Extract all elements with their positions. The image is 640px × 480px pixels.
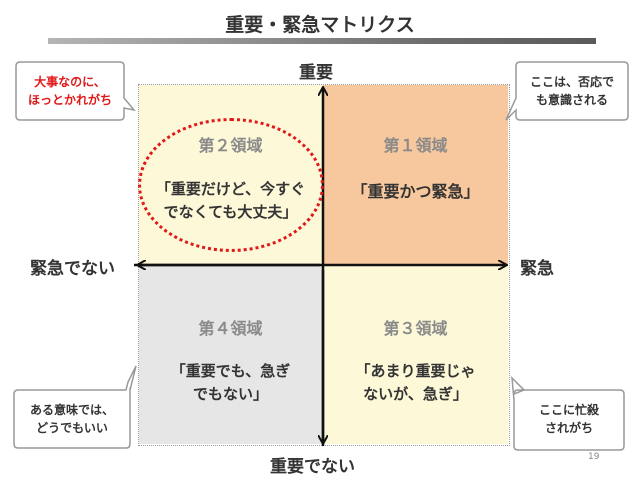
callout-bottom-left-line2: どうでもいい: [36, 421, 108, 435]
callout-top-right-text: ここは、否応で も意識される: [516, 73, 628, 109]
page-number: 19: [588, 452, 600, 462]
quadrant-4: [139, 265, 323, 444]
quadrant-3-label: 第３領域: [383, 319, 448, 338]
highlight-circle: [138, 118, 324, 252]
quadrant-2-text: 「重要だけど、今すぐ でなくても大丈夫」: [138, 178, 323, 224]
axis-label-left: 緊急でない: [30, 259, 115, 279]
slide-title: 重要・緊急マトリクス: [225, 14, 415, 36]
quadrant-1-text: 「重要かつ緊急」: [351, 182, 480, 201]
quadrant-3-line2: ないが、急ぎ」: [363, 385, 468, 403]
callout-top-left-text: 大事なのに、 ほっとかれがち: [16, 73, 124, 109]
axis-label-right: 緊急: [520, 259, 554, 279]
quadrant-4-text: 「重要でも、急ぎ でもない」: [138, 360, 323, 406]
axis-label-bottom: 重要でない: [270, 457, 355, 477]
callout-bottom-right-line2: されがち: [544, 421, 593, 435]
callout-top-right-line1: ここは、否応で: [529, 75, 614, 89]
callout-bubble-top-left: [15, 61, 136, 121]
callout-top-left-line2: ほっとかれがち: [27, 93, 112, 107]
callout-bubble-bottom-left: [13, 365, 137, 449]
title-underline: [48, 38, 596, 44]
axis-label-top: 重要: [299, 63, 333, 83]
quadrant-4-line1: 「重要でも、急ぎ: [170, 362, 291, 380]
quadrant-4-label: 第４領域: [198, 319, 263, 338]
quadrant-2-line1: 「重要だけど、今すぐ: [155, 180, 306, 198]
quadrant-4-line2: でもない」: [192, 385, 268, 403]
quadrant-3: [323, 265, 508, 444]
callout-bubble-top-right: [505, 61, 629, 121]
quadrant-3-line1: 「あまり重要じゃ: [355, 362, 476, 380]
callout-top-left-line1: 大事なのに、: [34, 75, 106, 89]
quadrant-2-label: 第２領域: [198, 136, 263, 155]
quadrant-3-text: 「あまり重要じゃ ないが、急ぎ」: [323, 360, 508, 406]
callout-bottom-left-text: ある意味では、 どうでもいい: [14, 401, 130, 437]
callout-bottom-left-line1: ある意味では、: [29, 403, 114, 417]
callout-bottom-right-text: ここに忙殺 されがち: [514, 401, 624, 437]
quadrant-1-label: 第１領域: [383, 136, 448, 155]
callout-bubble-bottom-right: [511, 376, 625, 451]
callout-bottom-right-line1: ここに忙殺: [538, 403, 599, 417]
callout-top-right-line2: も意識される: [535, 93, 608, 107]
quadrant-2-line2: でなくても大丈夫」: [163, 203, 298, 221]
quadrant-1: [323, 85, 508, 265]
